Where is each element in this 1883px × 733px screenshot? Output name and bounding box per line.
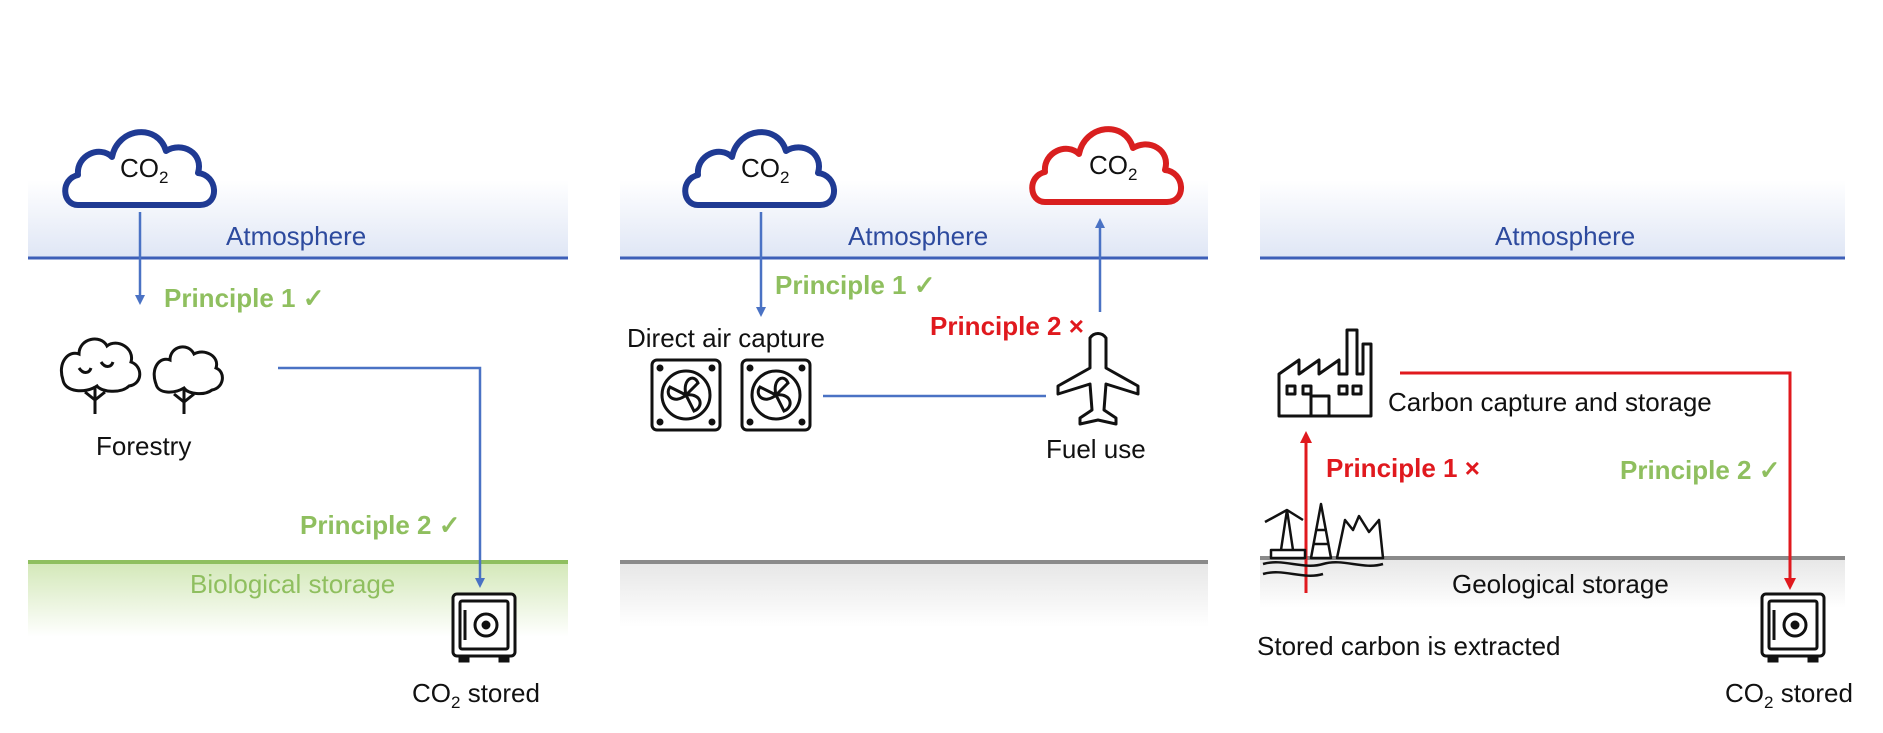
cloud-label: CO2 (120, 153, 169, 188)
cloud-icon (62, 129, 217, 208)
principle-2-label: Principle 2 ✓ (300, 510, 461, 540)
atmosphere-band (1260, 180, 1845, 258)
ground-band (1260, 558, 1845, 608)
extraction-label: Stored carbon is extracted (1257, 631, 1561, 661)
atmosphere-label: Atmosphere (848, 221, 989, 251)
carbon-capture-storage-label: Carbon capture and storage (1388, 387, 1712, 417)
fuel-use-label: Fuel use (1046, 434, 1146, 464)
principle-1-label: Principle 1 × (1326, 453, 1480, 483)
forestry-label: Forestry (96, 431, 192, 461)
atmosphere-label: Atmosphere (1495, 221, 1636, 251)
co2-stored-label: CO2 stored (1725, 678, 1853, 713)
ground-band (620, 562, 1208, 627)
safe-icon (451, 592, 517, 663)
cloud-icon (682, 129, 837, 208)
principle-1-label: Principle 1 ✓ (164, 283, 325, 313)
fan-icon (740, 358, 812, 432)
principle-2-label: Principle 2 ✓ (1620, 455, 1781, 485)
principle-2-label: Principle 2 × (930, 311, 1084, 341)
co2-stored-label: CO2 stored (412, 678, 540, 713)
panel-direct-air-capture (620, 126, 1208, 627)
biological-storage-label: Biological storage (190, 569, 396, 599)
atmosphere-label: Atmosphere (226, 221, 367, 251)
storage-arrow (278, 366, 485, 588)
cloud-icon (1029, 126, 1184, 205)
airplane-icon (1056, 332, 1140, 426)
fan-icon (650, 358, 722, 432)
storage-arrow (1400, 371, 1796, 590)
tree-icon (60, 337, 142, 414)
factory-icon (1277, 328, 1373, 418)
panel-carbon-capture-storage (1260, 180, 1845, 663)
cloud-label: CO2 (1089, 150, 1138, 185)
geological-storage-label: Geological storage (1452, 569, 1669, 599)
oil-pump-icon (1262, 502, 1385, 577)
cloud-label: CO2 (741, 153, 790, 188)
direct-air-capture-label: Direct air capture (627, 323, 825, 353)
tree-icon (152, 345, 224, 414)
safe-icon (1760, 592, 1826, 663)
principle-1-label: Principle 1 ✓ (775, 270, 936, 300)
panel-forestry (28, 129, 568, 663)
